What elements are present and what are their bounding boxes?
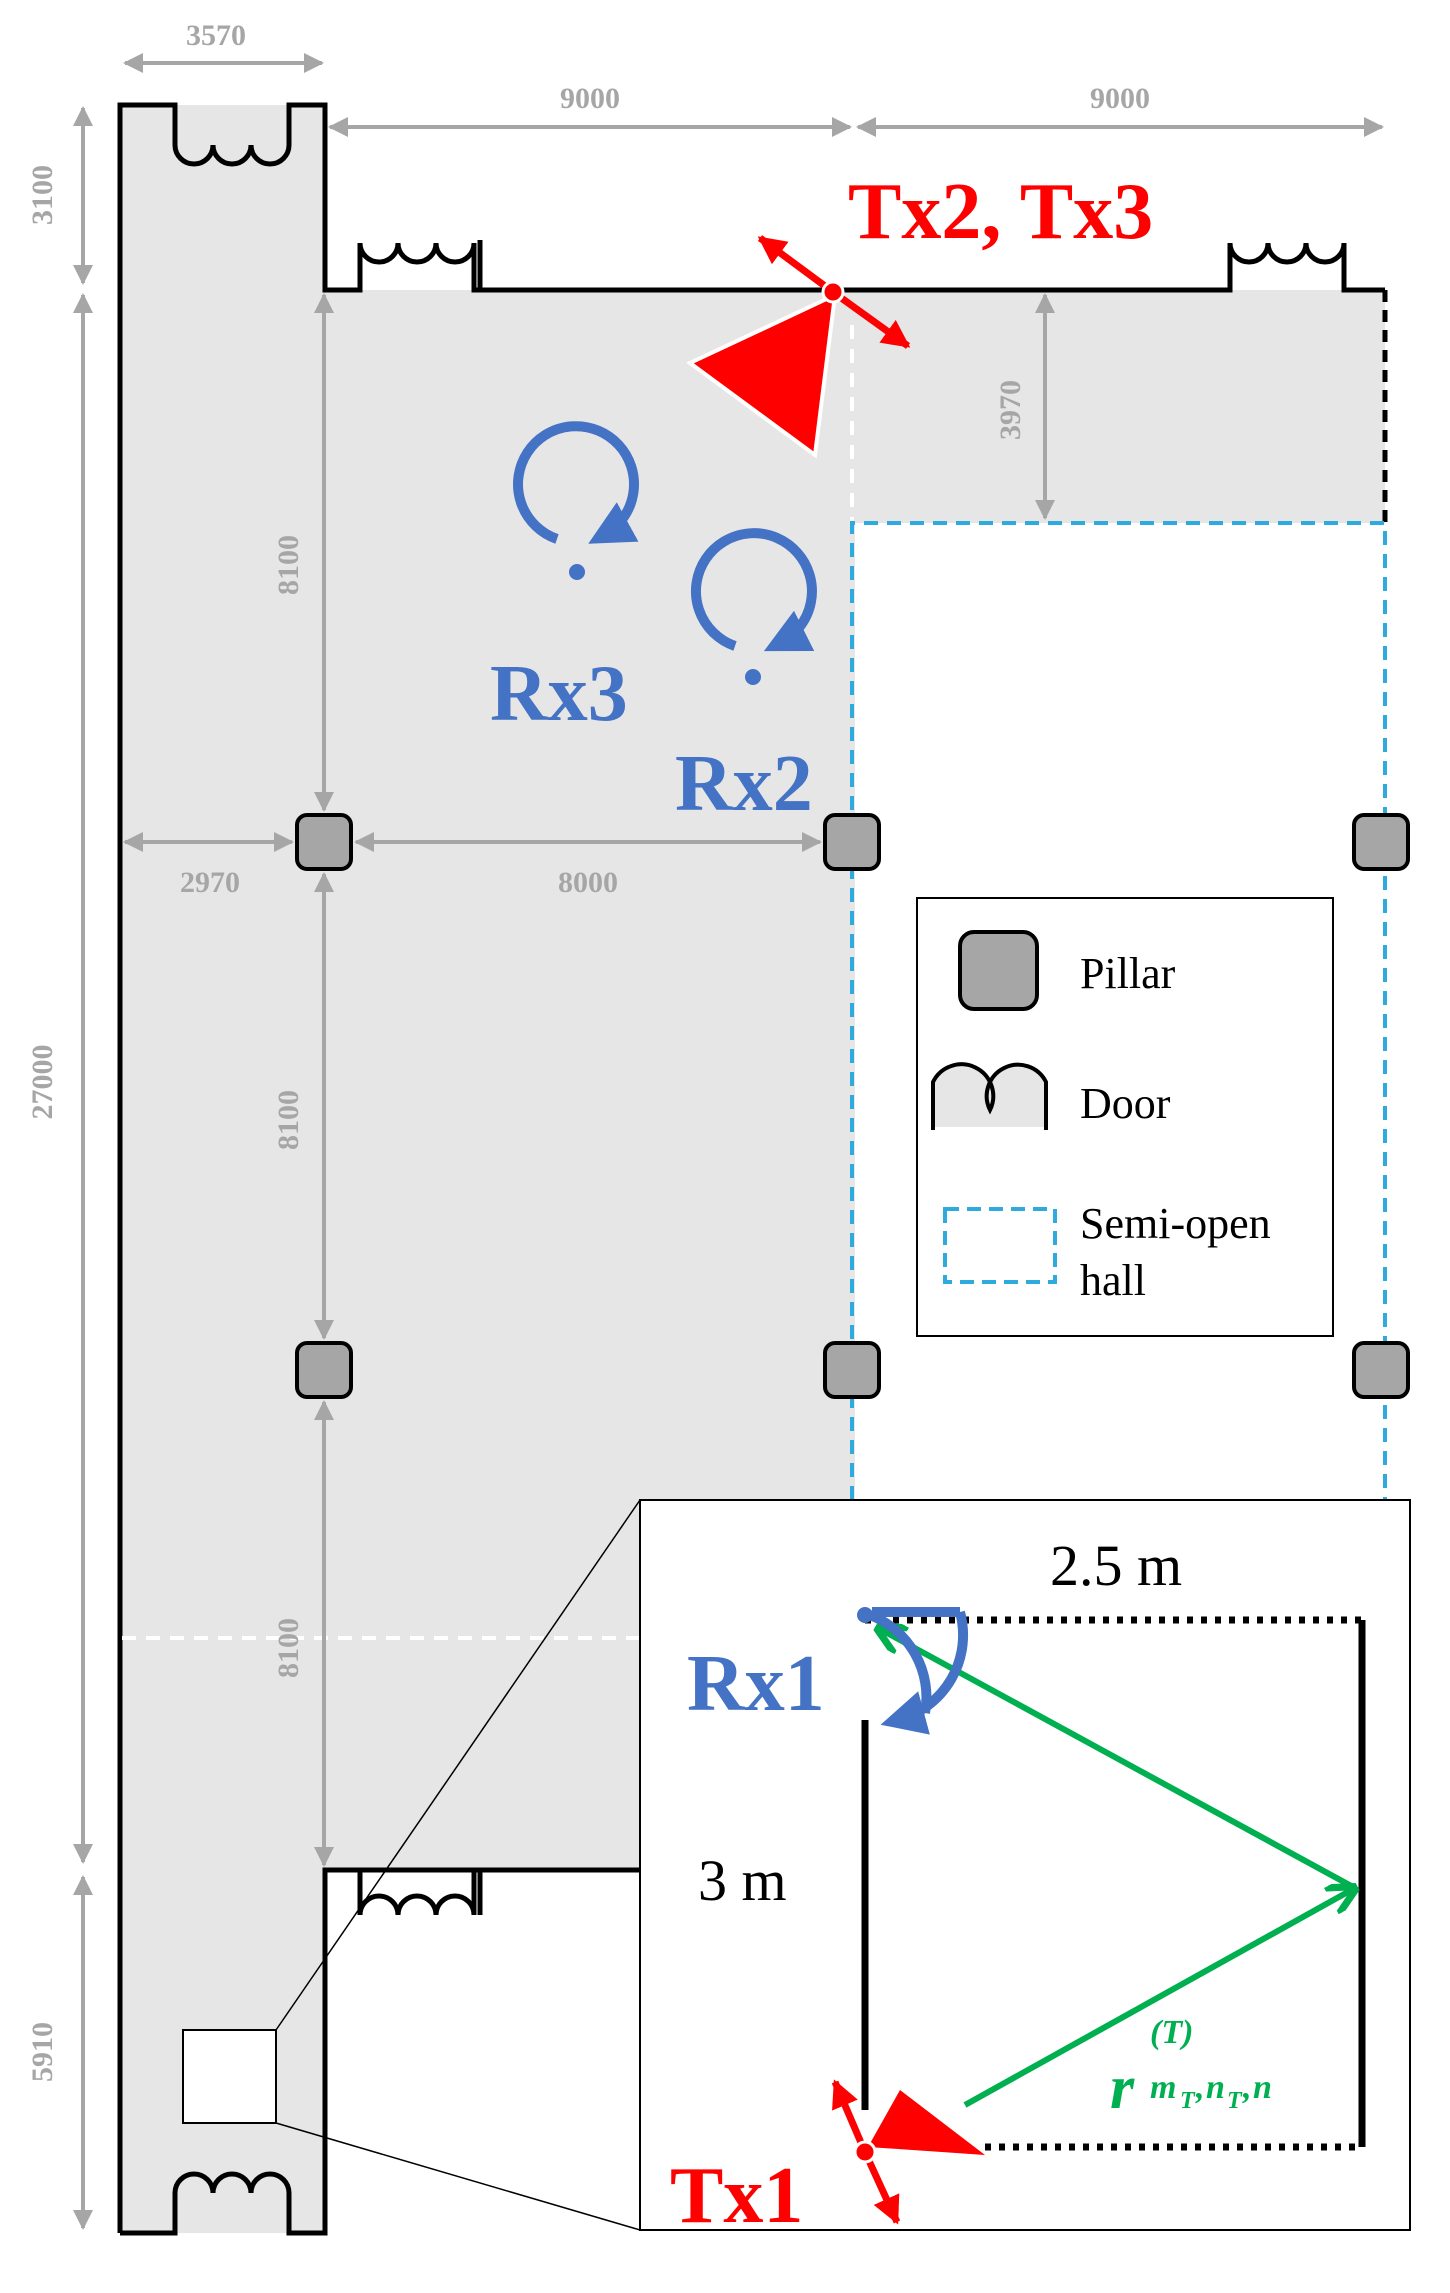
rx3-label: Rx3 [490, 650, 628, 738]
rx2-marker: Rx2 [675, 528, 817, 828]
path-sub-m: m [1150, 2069, 1176, 2106]
pillar [823, 813, 881, 871]
dimension-labels: 3570 9000 9000 2970 8000 3100 27000 5910… [26, 19, 1150, 2082]
dim-bay-height-3: 8100 [272, 1618, 305, 1678]
tx2-tx3-marker: Tx2, Tx3 [686, 168, 1153, 459]
path-label: r (T) m T , n T , n [1110, 2014, 1272, 2122]
tx2-tx3-label: Tx2, Tx3 [848, 168, 1153, 256]
path-sub-sep1: , [1195, 2069, 1205, 2106]
dim-left-top-height: 3100 [26, 165, 59, 225]
legend-hall-label-1: Semi-open [1080, 1199, 1271, 1248]
path-sub-t1: T [1180, 2088, 1196, 2114]
rx-position-dot [745, 669, 761, 685]
pillars [295, 813, 1410, 1399]
path-symbol: r [1110, 2054, 1135, 2122]
dim-upper-span-left: 9000 [560, 82, 620, 115]
dim-left-total-height: 27000 [26, 1045, 59, 1120]
semi-open-hall-outline [850, 521, 1387, 1500]
dim-upper-span-right: 9000 [1090, 82, 1150, 115]
inset-source-square [182, 2029, 277, 2124]
legend-pillar-label: Pillar [1080, 949, 1176, 998]
rotation-arrow-icon [513, 421, 639, 544]
pillar [1352, 813, 1410, 871]
hall-icon [943, 1207, 1057, 1284]
rx1-label: Rx1 [687, 1640, 825, 1728]
tx-antenna-icon [686, 291, 838, 459]
dim-left-offset: 2970 [180, 866, 240, 899]
path-sub-t2: T [1227, 2088, 1243, 2114]
rx-position-dot [857, 1607, 873, 1623]
rx3-marker: Rx3 [490, 421, 639, 738]
path-sub-sep2: , [1242, 2069, 1252, 2106]
rx-position-dot [569, 564, 585, 580]
rx1-marker: Rx1 [687, 1607, 969, 1735]
zoom-callout-lines [275, 1499, 641, 2231]
dim-bay-height-1: 8100 [272, 535, 305, 595]
walls [117, 102, 1388, 2236]
dim-hall-offset: 3970 [994, 380, 1027, 440]
pillar [295, 1341, 353, 1399]
pillar [1352, 1341, 1410, 1399]
path-sub-last: n [1253, 2069, 1272, 2106]
tx-position-dot [821, 280, 845, 304]
pillar [823, 1341, 881, 1399]
path-superscript: (T) [1150, 2014, 1193, 2051]
dim-left-bottom-height: 5910 [26, 2022, 59, 2082]
legend-hall-label-2: hall [1080, 1256, 1146, 1305]
tx-antenna-icon [868, 2090, 985, 2155]
legend: Pillar Door Semi-open hall [916, 897, 1334, 1337]
dim-bay-height-2: 8100 [272, 1090, 305, 1150]
rotation-arrow-icon [691, 528, 817, 652]
legend-door-label: Door [1080, 1079, 1171, 1128]
tx1-label: Tx1 [670, 2152, 803, 2240]
dim-bay-width: 8000 [558, 866, 618, 899]
tx-position-dot [853, 2140, 877, 2164]
tx1-marker: Tx1 [670, 2079, 985, 2240]
dim-top-width: 3570 [186, 19, 246, 52]
floor-area [120, 105, 1385, 2233]
inset-width-label: 2.5 m [1050, 1533, 1182, 1598]
path-sub-n: n [1206, 2069, 1225, 2106]
inset-panel: 2.5 m 3 m r (T) m T , n T , n Rx1 [639, 1499, 1411, 2240]
pillar-icon [958, 930, 1039, 1011]
dimension-lines [73, 53, 1384, 2230]
inset-height-label: 3 m [698, 1848, 787, 1913]
rx2-label: Rx2 [675, 740, 813, 828]
pillar [295, 813, 353, 871]
door-icon [931, 1062, 1048, 1130]
white-dashed-lines [122, 325, 854, 1640]
